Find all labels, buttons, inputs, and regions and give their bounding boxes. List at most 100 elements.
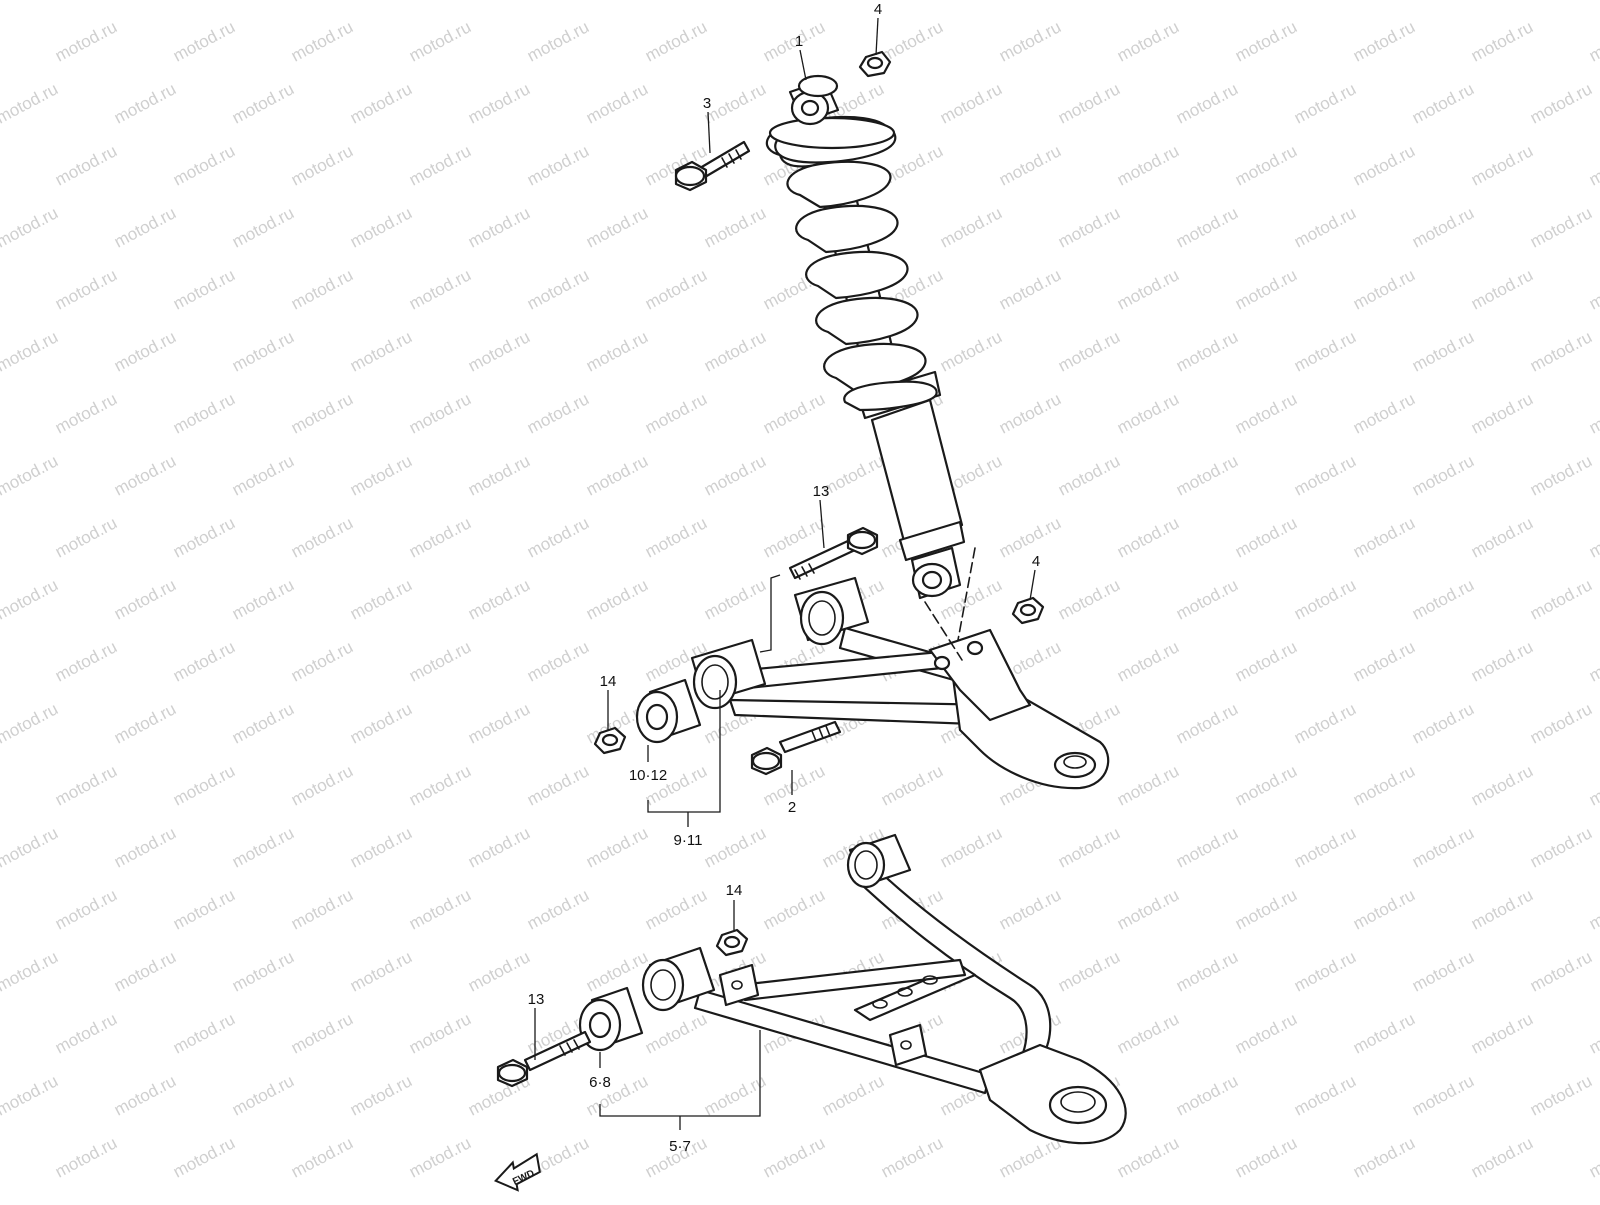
watermark-text: motod.ru — [347, 575, 415, 623]
watermark-text: motod.ru — [1232, 141, 1300, 189]
watermark-text: motod.ru — [406, 1009, 474, 1057]
watermark-text: motod.ru — [1527, 203, 1595, 251]
callout-4-right: 4 — [1032, 553, 1040, 570]
watermark-text: motod.ru — [465, 451, 533, 499]
watermark-text: motod.ru — [524, 17, 592, 65]
watermark-text: motod.ru — [347, 947, 415, 995]
watermark-text: motod.ru — [1173, 203, 1241, 251]
watermark-text: motod.ru — [229, 575, 297, 623]
watermark-text: motod.ru — [1232, 265, 1300, 313]
watermark-text: motod.ru — [642, 1009, 710, 1057]
watermark-text: motod.ru — [0, 1133, 2, 1181]
watermark-text: motod.ru — [170, 761, 238, 809]
watermark-text: motod.ru — [1173, 699, 1241, 747]
watermark-text: motod.ru — [465, 0, 533, 4]
lower-control-arm — [641, 833, 1127, 1145]
part-3-upper-bolt — [674, 140, 751, 192]
watermark-text: motod.ru — [347, 79, 415, 127]
upper-control-arm — [690, 576, 1110, 790]
watermark-text: motod.ru — [0, 513, 2, 561]
watermark-text: motod.ru — [701, 823, 769, 871]
callout-3: 3 — [703, 95, 711, 112]
watermark-text: motod.ru — [170, 141, 238, 189]
watermark-text: motod.ru — [1409, 823, 1477, 871]
watermark-text: motod.ru — [524, 389, 592, 437]
watermark-text: motod.ru — [1114, 265, 1182, 313]
watermark-text: motod.ru — [1468, 1009, 1536, 1057]
watermark-text: motod.ru — [465, 203, 533, 251]
watermark-text: motod.ru — [1291, 823, 1359, 871]
watermark-text: motod.ru — [1173, 451, 1241, 499]
watermark-text: motod.ru — [1527, 0, 1595, 4]
watermark-text: motod.ru — [1586, 513, 1600, 561]
watermark-text: motod.ru — [347, 0, 415, 4]
watermark-text: motod.ru — [1232, 17, 1300, 65]
watermark-text: motod.ru — [1586, 637, 1600, 685]
watermark-text: motod.ru — [229, 79, 297, 127]
watermark-text: motod.ru — [0, 885, 2, 933]
watermark-text: motod.ru — [1114, 141, 1182, 189]
watermark-text: motod.ru — [1114, 17, 1182, 65]
watermark-text: motod.ru — [1173, 79, 1241, 127]
watermark-text: motod.ru — [1291, 947, 1359, 995]
watermark-text: motod.ru — [170, 1009, 238, 1057]
watermark-text: motod.ru — [52, 637, 120, 685]
watermark-text: motod.ru — [1173, 327, 1241, 375]
watermark-text: motod.ru — [1468, 389, 1536, 437]
watermark-text: motod.ru — [524, 513, 592, 561]
fwd-arrow-icon: FWD — [493, 1152, 541, 1192]
watermark-text: motod.ru — [406, 265, 474, 313]
watermark-text: motod.ru — [1527, 1071, 1595, 1119]
watermark-text: motod.ru — [1409, 327, 1477, 375]
callout-2: 2 — [788, 799, 796, 816]
watermark-text: motod.ru — [1055, 79, 1123, 127]
part-10-12-bushing — [635, 678, 702, 744]
part-4-right-nut — [1011, 596, 1045, 625]
watermark-text: motod.ru — [642, 885, 710, 933]
watermark-text: motod.ru — [583, 575, 651, 623]
watermark-text: motod.ru — [406, 17, 474, 65]
watermark-text: motod.ru — [1586, 389, 1600, 437]
watermark-text: motod.ru — [288, 1133, 356, 1181]
watermark-text: motod.ru — [52, 513, 120, 561]
watermark-text: motod.ru — [701, 79, 769, 127]
watermark-text: motod.ru — [170, 637, 238, 685]
watermark-text: motod.ru — [1232, 637, 1300, 685]
watermark-text: motod.ru — [170, 885, 238, 933]
watermark-text: motod.ru — [701, 1071, 769, 1119]
watermark-text: motod.ru — [0, 575, 61, 623]
watermark-text: motod.ru — [937, 79, 1005, 127]
watermark-text: motod.ru — [288, 141, 356, 189]
watermark-text: motod.ru — [229, 327, 297, 375]
watermark-text: motod.ru — [937, 823, 1005, 871]
watermark-text: motod.ru — [0, 1009, 2, 1057]
watermark-text: motod.ru — [52, 141, 120, 189]
watermark-text: motod.ru — [760, 389, 828, 437]
watermark-text: motod.ru — [1232, 1009, 1300, 1057]
watermark-text: motod.ru — [1468, 885, 1536, 933]
watermark-text: motod.ru — [111, 0, 179, 4]
callout-labels: 1 3 4 13 4 14 10·12 9·11 2 14 13 6·8 5·7 — [528, 1, 1041, 1155]
watermark-text: motod.ru — [583, 203, 651, 251]
leader-lines — [534, 17, 1036, 1130]
watermark-text: motod.ru — [524, 885, 592, 933]
watermark-text: motod.ru — [406, 885, 474, 933]
part-13-upper-bolt — [788, 526, 879, 580]
watermark-text: motod.ru — [701, 575, 769, 623]
watermark-text: motod.ru — [465, 79, 533, 127]
watermark-text: motod.ru — [996, 885, 1064, 933]
watermark-text: motod.ru — [524, 761, 592, 809]
watermark-text: motod.ru — [1468, 265, 1536, 313]
watermark-text: motod.ru — [52, 17, 120, 65]
watermark-text: motod.ru — [288, 1009, 356, 1057]
watermark-text: motod.ru — [170, 389, 238, 437]
callout-10-12: 10·12 — [629, 767, 667, 784]
callout-9-11: 9·11 — [674, 832, 703, 849]
watermark-text: motod.ru — [1232, 513, 1300, 561]
watermark-text: motod.ru — [347, 1071, 415, 1119]
watermark-text: motod.ru — [0, 637, 2, 685]
callout-13-upper: 13 — [813, 483, 830, 500]
watermark-text: motod.ru — [1409, 947, 1477, 995]
watermark-text: motod.ru — [1232, 761, 1300, 809]
